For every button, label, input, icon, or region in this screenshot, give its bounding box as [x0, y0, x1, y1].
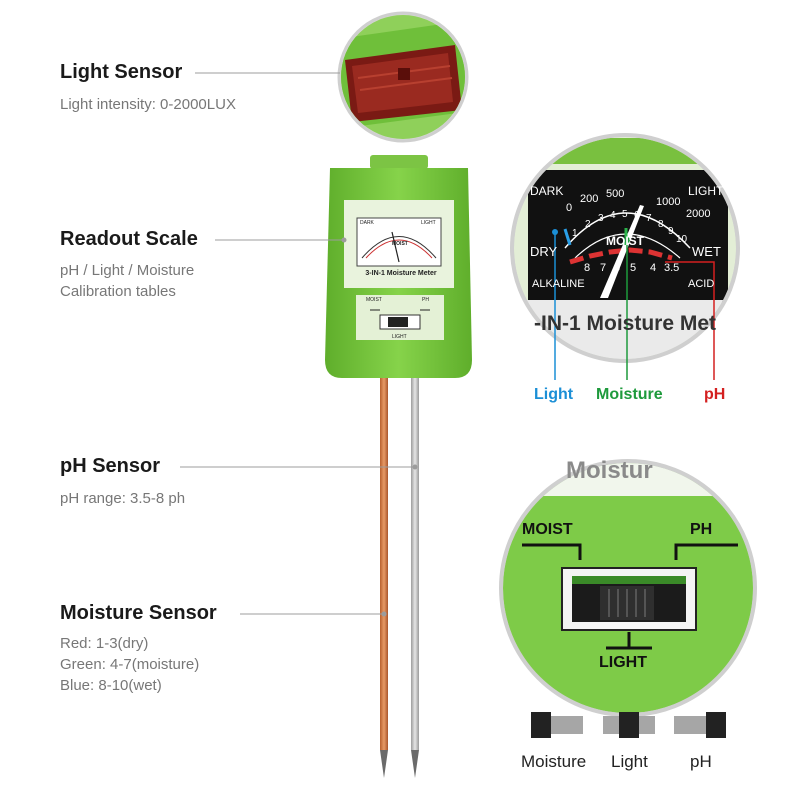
dial-moist-tick-8: 8	[658, 219, 664, 230]
switch-ph-label: PH	[690, 521, 713, 538]
dial-ph-tick-8: 8	[584, 262, 591, 274]
dial-moist-tick-3: 3	[598, 213, 604, 224]
meter-switch-moist: MOIST	[366, 297, 382, 303]
position-moisture-caption: Moisture	[521, 752, 587, 771]
dial-ph-tick-4: 4	[650, 262, 657, 274]
dial-ph-tick-7: 7	[600, 262, 607, 274]
switch-light-label: LIGHT	[599, 654, 647, 671]
dial-ph-tick-6: 6	[614, 262, 621, 274]
dial-lux-tick-500: 500	[606, 188, 625, 200]
meter-dark-label: DARK	[360, 220, 374, 226]
readout-scale-title: Readout Scale	[60, 228, 198, 250]
ph-sensor-title: pH Sensor	[60, 455, 161, 477]
legend-light: Light	[534, 386, 574, 403]
moisture-sensor-title: Moisture Sensor	[60, 602, 217, 624]
moisture-sensor-red: Red: 1-3(dry)	[60, 635, 149, 652]
switch-moist-label: MOIST	[522, 521, 573, 538]
dial-lux-tick-0: 0	[566, 202, 573, 214]
dial-moist-tick-2: 2	[585, 219, 591, 230]
light-sensor-title: Light Sensor	[60, 61, 183, 83]
dial-zoom-brand: -IN-1 Moisture Met	[534, 312, 717, 335]
probes	[380, 378, 419, 778]
dial-lux-tick-1000: 1000	[656, 196, 681, 208]
meter-switch-light: LIGHT	[392, 334, 407, 340]
dial-wet-label: WET	[692, 244, 721, 259]
legend-ph: pH	[704, 386, 726, 403]
moisture-sensor-blue: Blue: 8-10(wet)	[60, 677, 162, 694]
dial-moist-tick-1: 1	[572, 228, 578, 239]
dial-dry-label: DRY	[530, 244, 558, 259]
dial-zoom	[510, 133, 740, 380]
meter-brand-label: 3-IN-1 Moisture Meter	[365, 270, 437, 277]
dial-lux-tick-200: 200	[580, 193, 599, 205]
dial-moist-tick-5: 5	[622, 209, 628, 220]
dial-moist-tick-10: 10	[676, 234, 688, 245]
position-ph-caption: pH	[690, 752, 712, 771]
switch-zoom-top-text: Moistur	[566, 457, 653, 484]
leader-lines	[180, 72, 414, 615]
meter-switch-ph: PH	[422, 297, 429, 303]
switch-position-icons	[531, 712, 726, 738]
dial-moist-tick-6: 6	[634, 210, 640, 221]
dial-moist-tick-9: 9	[668, 226, 674, 237]
meter-light-label: LIGHT	[421, 220, 436, 226]
dial-moist-tick-4: 4	[610, 210, 616, 221]
dial-dark-label: DARK	[530, 184, 564, 198]
dial-lux-tick-2000: 2000	[686, 208, 711, 220]
position-light-caption: Light	[611, 752, 648, 771]
legend-moisture: Moisture	[596, 386, 663, 403]
dial-acid-label: ACID	[688, 278, 715, 290]
light-sensor-zoom	[337, 11, 469, 143]
dial-ph-tick-3-5: 3.5	[664, 262, 680, 274]
switch-zoom	[499, 459, 757, 717]
meter-moist-label: MOIST	[392, 241, 408, 247]
moisture-sensor-green: Green: 4-7(moisture)	[60, 656, 200, 673]
light-sensor-detail: Light intensity: 0-2000LUX	[60, 96, 236, 113]
photo-cell	[398, 68, 410, 80]
ph-sensor-detail: pH range: 3.5-8 ph	[60, 490, 186, 507]
readout-scale-line1: pH / Light / Moisture	[60, 262, 195, 279]
dial-alkaline-label: ALKALINE	[532, 278, 585, 290]
dial-moist-tick-7: 7	[646, 213, 652, 224]
dial-ph-tick-5: 5	[630, 262, 637, 274]
meter-body	[325, 155, 472, 378]
dial-light-label: LIGHT	[688, 184, 724, 198]
readout-scale-line2: Calibration tables	[60, 283, 176, 300]
dial-moist-label: MOIST	[606, 234, 644, 248]
